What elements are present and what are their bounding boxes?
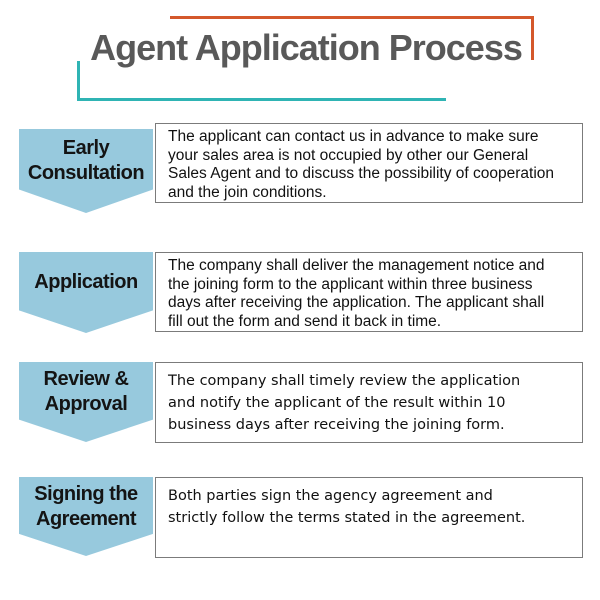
page-title: Agent Application Process xyxy=(90,27,523,68)
step-description-text: Both parties sign the agency agreement a… xyxy=(168,488,526,526)
step-description-text: The applicant can contact us in advance … xyxy=(168,128,555,201)
title-accent-bracket-bottom-left xyxy=(77,61,446,101)
step-banner-label: Early Consultation xyxy=(27,137,145,184)
step-description-text: The company shall deliver the management… xyxy=(168,257,545,330)
step-banner-label: Application xyxy=(34,271,138,293)
step-banner-label: Signing the Agreement xyxy=(34,482,138,530)
step-banner-review-approval: Review & Approval xyxy=(19,362,153,442)
step-description-box-signing-agreement: Both parties sign the agency agreement a… xyxy=(155,477,583,558)
step-banner-early-consultation: Early Consultation xyxy=(19,129,153,213)
step-description-text: The company shall timely review the appl… xyxy=(168,373,521,433)
step-banner-application: Application xyxy=(19,252,153,333)
step-description-box-application: The company shall deliver the management… xyxy=(155,252,583,332)
step-banner-signing-agreement: Signing the Agreement xyxy=(19,477,153,556)
step-description-box-early-consultation: The applicant can contact us in advance … xyxy=(155,123,583,203)
step-banner-label: Review & Approval xyxy=(43,368,129,415)
step-description-box-review-approval: The company shall timely review the appl… xyxy=(155,362,583,443)
title-accent-bracket-top-right xyxy=(170,16,534,60)
